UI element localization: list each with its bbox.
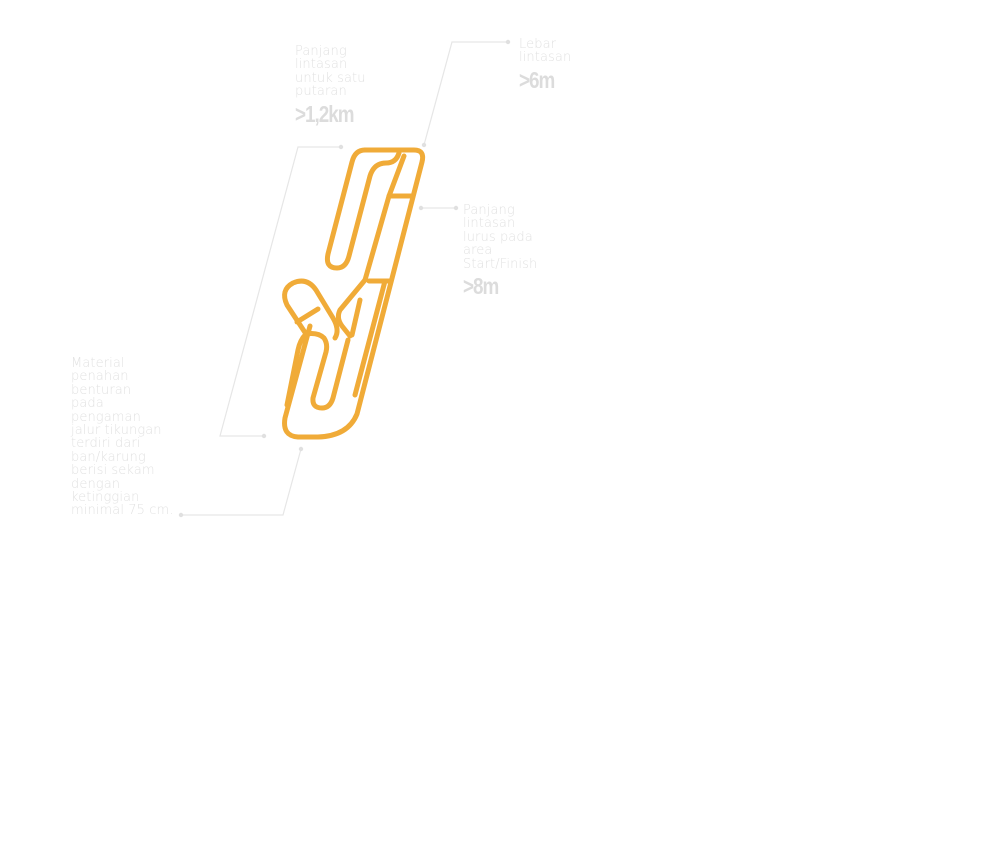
lap-length-description: Panjang lintasan untuk satu putaran [295, 44, 366, 100]
track-inner-u-left [284, 331, 309, 408]
leader-dot [421, 142, 427, 148]
leader-dot [418, 205, 424, 211]
track-inner-lane [352, 278, 388, 398]
track-left-loop-bar [294, 306, 321, 325]
leader-dot [178, 512, 184, 518]
track-chicane-inner [349, 297, 363, 338]
straight-length-description: Panjang lintasan lurus pada area Start/F… [463, 203, 538, 272]
leader-dot [261, 433, 267, 439]
track-left-loop [282, 278, 340, 341]
annotation-lap-length: Panjang lintasan untuk satu putaran >1,2… [295, 45, 366, 127]
track-hairpin-top [324, 147, 402, 271]
circuit-track [282, 147, 426, 440]
leader-line-barrier [181, 448, 302, 516]
annotation-barrier-material: Material penahan benturan pada pengaman … [71, 357, 174, 518]
track-chicane [335, 277, 368, 339]
leader-line-lap-length [219, 146, 341, 437]
lap-length-value: >1,2km [295, 100, 355, 127]
leader-dot [453, 205, 459, 211]
track-width-description: Lebar lintasan [519, 37, 572, 66]
leader-dot [298, 446, 304, 452]
annotation-track-width: Lebar lintasan >6m [519, 38, 571, 93]
straight-length-value: >8m [463, 273, 499, 300]
leader-line-track-width [423, 41, 508, 146]
barrier-material-description: Material penahan benturan pada pengaman … [71, 356, 174, 519]
track-width-value: >6m [519, 66, 555, 93]
annotation-straight-length: Panjang lintasan lurus pada area Start/F… [463, 204, 537, 299]
leader-dot [338, 144, 344, 150]
leader-dot [505, 39, 511, 45]
track-inner-u [303, 331, 351, 411]
track-outer-edge [282, 147, 426, 440]
